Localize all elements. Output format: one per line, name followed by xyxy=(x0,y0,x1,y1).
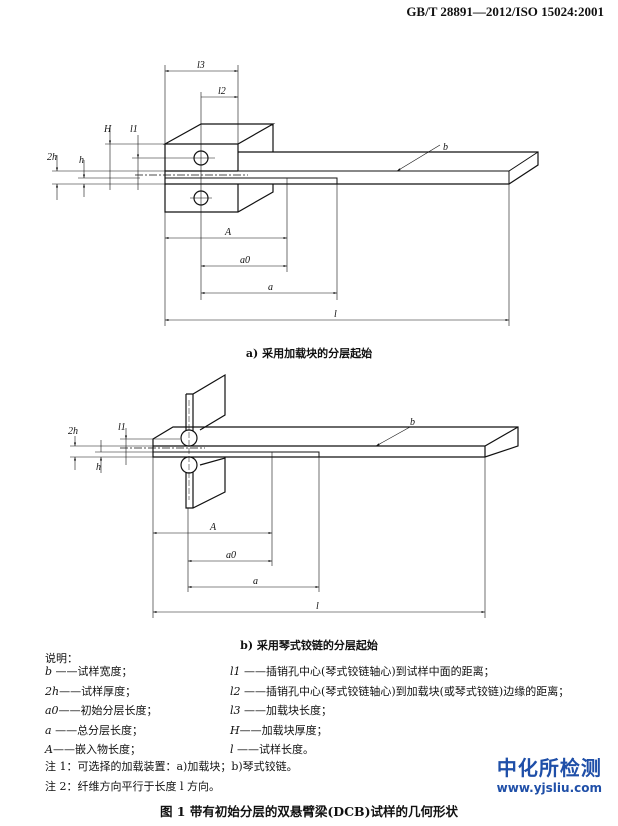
label-a: a xyxy=(253,576,258,587)
label-2h: 2h xyxy=(68,426,78,437)
label-l1: l1 xyxy=(118,422,126,433)
label-l1: l1 xyxy=(130,124,138,135)
label-A: A xyxy=(209,522,217,533)
label-H: H xyxy=(103,124,112,135)
legend-row: 2h——试样厚度； l2 ——插销孔中心(琴式铰链轴心)到加载块(或琴式铰链)边… xyxy=(45,684,570,698)
note-2: 注 2：纤维方向平行于长度 l 方向。 xyxy=(45,780,221,793)
legend: b ——试样宽度； l1 ——插销孔中心(琴式铰链轴心)到试样中面的距离； 2h… xyxy=(45,662,569,760)
label-a: a xyxy=(268,282,273,293)
label-h: h xyxy=(96,462,101,473)
legend-row: b ——试样宽度； l1 ——插销孔中心(琴式铰链轴心)到试样中面的距离； xyxy=(45,665,495,678)
legend-title: 说明： xyxy=(45,652,78,665)
caption-a: a) 采用加载块的分层起始 xyxy=(245,347,373,360)
diagram-a-loading-block: l3 l2 H l1 2h h b A a0 a l xyxy=(47,60,539,326)
label-h: h xyxy=(79,155,84,166)
label-l: l xyxy=(334,309,337,320)
watermark: 中化所检测 www.yjsliu.com xyxy=(496,756,602,795)
label-A: A xyxy=(224,227,232,238)
label-a0: a0 xyxy=(226,550,236,561)
label-2h: 2h xyxy=(47,152,57,163)
standard-header: GB/T 28891—2012/ISO 15024:2001 xyxy=(406,4,604,19)
label-b: b xyxy=(443,142,448,153)
figure-title: 图 1 带有初始分层的双悬臂梁(DCB)试样的几何形状 xyxy=(159,804,459,819)
label-l2: l2 xyxy=(218,86,226,97)
label-b: b xyxy=(410,417,415,428)
legend-row: A——嵌入物长度； l ——试样长度。 xyxy=(45,743,315,756)
legend-row: a ——总分层长度； H——加载块厚度； xyxy=(45,723,328,737)
label-a0: a0 xyxy=(240,255,250,266)
note-1: 注 1：可选择的加载装置：a)加载块；b)琴式铰链。 xyxy=(45,760,298,773)
legend-row: a0——初始分层长度； l3 ——加载块长度； xyxy=(45,704,333,717)
diagram-b-piano-hinge: l1 2h h b A a0 a l xyxy=(68,373,519,618)
label-l3: l3 xyxy=(197,60,205,71)
label-l: l xyxy=(316,601,319,612)
caption-b: b) 采用琴式铰链的分层起始 xyxy=(240,639,378,652)
